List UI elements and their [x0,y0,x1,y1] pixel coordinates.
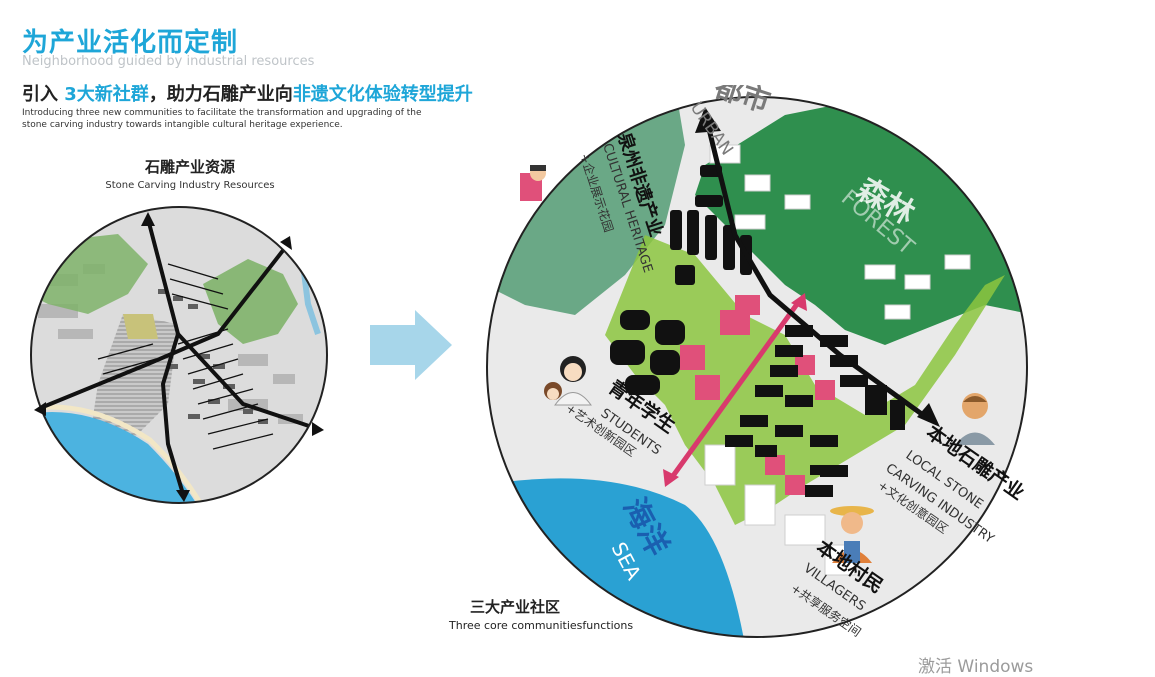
left-main-roads [36,217,320,496]
intro-text: Introducing three new communities to fac… [22,107,502,131]
black-blocks-north [670,165,752,285]
core-communities-subtitle: Three core communitiesfunctions [449,619,634,632]
corridor-arrowhead-north [791,293,807,311]
stone-worker-person-icon [955,393,995,445]
student-person-icon [544,356,592,406]
left-hatched-area [88,314,178,449]
pink-blocks [680,295,835,495]
left-industry-arrows [97,263,274,450]
left-map-border [30,206,328,504]
intro-line-2: stone carving industry towards intangibl… [22,120,343,130]
corridor-line [667,298,803,482]
left-road-arrowheads [34,212,324,502]
communities-map: 都市 URBAN 森林 FOREST 海洋 SEA 泉州非遗产业 CULTURA… [486,85,1029,640]
right-map-border [486,96,1028,638]
heritage-person-icon [520,165,546,201]
urban-light-blocks [704,144,971,576]
transition-arrow-icon [370,310,452,380]
reservoir [935,97,1027,175]
resources-subtitle: Stone Carving Industry Resources [105,180,275,191]
left-map-base [31,207,327,503]
core-communities-title: 三大产业社区 [470,598,561,616]
main-axis-line [705,124,932,423]
main-axis-arrowhead-south [917,403,940,427]
intro-line-1: Introducing three new communities to fac… [22,108,422,118]
left-yellow-area [123,314,158,339]
resources-map [30,206,328,504]
page-title: 为产业活化而定制 [22,28,239,58]
left-beach [31,404,205,503]
black-blocks-west [610,310,685,395]
headline-highlight-2: 非遗文化体验转型提升 [292,84,473,105]
headline-highlight-1: 3大新社群 [64,84,149,105]
resources-title: 石雕产业资源 [144,158,235,176]
villager-person-icon [830,506,874,563]
headline-pre: 引入 [22,84,65,105]
main-axis-arrowhead-north [695,107,721,133]
windows-activation-watermark: 激活 Windows [918,657,1034,677]
headline-mid: ，助力石雕产业向 [148,84,293,105]
headline: 引入 3大新社群，助力石雕产业向非遗文化体验转型提升 [22,80,473,106]
corridor-arrowhead-south [663,469,679,487]
page-subtitle: Neighborhood guided by industrial resour… [22,54,315,69]
